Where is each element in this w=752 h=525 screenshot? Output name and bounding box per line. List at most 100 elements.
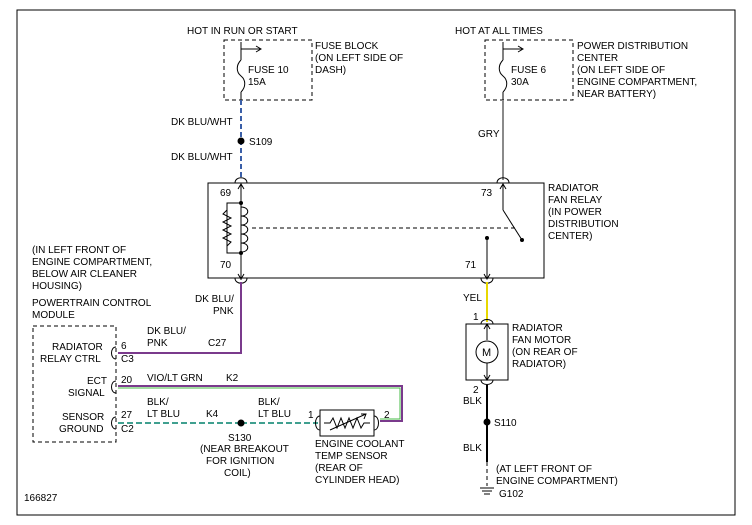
relay-label-5: CENTER) — [548, 231, 592, 242]
motor-pin-2: 2 — [473, 385, 479, 396]
powertrain-control-module: (IN LEFT FRONT OF ENGINE COMPARTMENT, BE… — [32, 245, 152, 443]
fuse10-rating: 15A — [248, 77, 266, 88]
motor-label-1: RADIATOR — [512, 323, 563, 334]
relay-label-1: RADIATOR — [548, 183, 599, 194]
label-dk-blu-pnk-mid-1: DK BLU/ — [147, 326, 186, 337]
label-yel: YEL — [463, 293, 482, 304]
label-s130: S130 — [228, 433, 252, 444]
label-blk-lt-blu-left-2: LT BLU — [147, 409, 180, 420]
power-distribution-center: HOT AT ALL TIMES POWER DISTRIBUTION CENT… — [455, 26, 697, 101]
sensor-thermistor — [324, 416, 370, 430]
fuse10-name: FUSE 10 — [248, 65, 289, 76]
wire-vio-lt-grn-stripe — [118, 387, 401, 420]
fuse-block-outline — [223, 39, 313, 101]
sensor-label-3: (REAR OF — [315, 463, 363, 474]
wire-dk-blu-pnk — [118, 282, 242, 354]
ground-name: G102 — [499, 489, 524, 500]
label-s109: S109 — [249, 137, 273, 148]
relay-coil — [240, 206, 249, 253]
label-gry: GRY — [478, 129, 500, 140]
label-dk-blu-pnk-mid-2: PNK — [147, 338, 168, 349]
sensor-pin-2: 2 — [384, 410, 390, 421]
radiator-fan-motor: 1 M 2 RADIATOR FAN MOTOR (ON REAR OF RAD… — [465, 312, 578, 396]
sensor-label-1: ENGINE COOLANT — [315, 439, 404, 450]
label-blk-lt-blu-right-1: BLK/ — [258, 397, 280, 408]
relay-label-2: FAN RELAY — [548, 195, 603, 206]
splice-s109 — [237, 137, 245, 145]
diagram-frame — [16, 9, 736, 516]
label-vio-lt-grn: VIO/LT GRN — [147, 373, 203, 384]
relay-label-4: DISTRIBUTION — [548, 219, 619, 230]
pdc-label-2: CENTER — [577, 53, 618, 64]
label-dk-blu-wht-lower: DK BLU/WHT — [171, 152, 233, 163]
pdc-label-5: NEAR BATTERY) — [577, 89, 656, 100]
pdc-outline — [484, 39, 574, 101]
pdc-source: HOT AT ALL TIMES — [455, 26, 543, 37]
s130-note-3: COIL) — [224, 468, 251, 479]
fuse10-symbol — [236, 59, 246, 93]
motor-pin-1: 1 — [473, 312, 479, 323]
label-c27: C27 — [208, 338, 227, 349]
motor-symbol-m: M — [482, 347, 491, 359]
pcm-title-1: POWERTRAIN CONTROL — [32, 298, 152, 309]
relay-label-3: (IN POWER — [548, 207, 602, 218]
label-blk-lt-blu-left-1: BLK/ — [147, 397, 169, 408]
sensor-pin-1: 1 — [308, 410, 314, 421]
relay-switch-blade — [502, 209, 523, 241]
wire-vio-lt-grn — [118, 385, 403, 422]
fuse6-symbol — [498, 59, 508, 93]
motor-label-3: (ON REAR OF — [512, 347, 578, 358]
pcm-radiator-relay-ctrl-1: RADIATOR — [52, 342, 103, 353]
pcm-pin-6: 6 — [121, 341, 127, 352]
pcm-conn-c3: C3 — [121, 354, 134, 365]
sensor-label-2: TEMP SENSOR — [315, 451, 388, 462]
sensor-box — [319, 409, 375, 437]
ground-note-2: ENGINE COMPARTMENT) — [496, 476, 618, 487]
relay-pin-69: 69 — [220, 188, 232, 199]
pcm-location-1: (IN LEFT FRONT OF — [32, 245, 126, 256]
splice-s130 — [237, 419, 245, 427]
relay-resistor — [221, 209, 233, 247]
pcm-pin-20: 20 — [121, 375, 133, 386]
pcm-outline — [32, 325, 117, 443]
motor-label-2: FAN MOTOR — [512, 335, 571, 346]
label-dk-blu-pnk-left-2: PNK — [213, 306, 234, 317]
label-s110: S110 — [494, 418, 517, 429]
pcm-ect-signal-2: SIGNAL — [68, 388, 105, 399]
radiator-fan-relay: 69 73 70 71 RADIATOR FAN RELAY (IN POWER… — [207, 177, 619, 284]
label-dk-blu-wht-upper: DK BLU/WHT — [171, 117, 233, 128]
label-blk-upper: BLK — [463, 396, 482, 407]
label-dk-blu-pnk-left-1: DK BLU/ — [195, 294, 234, 305]
relay-box — [207, 182, 545, 279]
pcm-location-4: HOUSING) — [32, 281, 82, 292]
fuse-block: HOT IN RUN OR START FUSE BLOCK (ON LEFT … — [187, 26, 403, 101]
pdc-label-4: ENGINE COMPARTMENT, — [577, 77, 697, 88]
label-blk-lower: BLK — [463, 443, 482, 454]
pcm-title-2: MODULE — [32, 310, 75, 321]
fuse-block-source: HOT IN RUN OR START — [187, 26, 298, 37]
figure-id: 166827 — [24, 493, 58, 504]
relay-pin-71: 71 — [465, 260, 477, 271]
pcm-conn-c2: C2 — [121, 424, 134, 435]
fuse6-name: FUSE 6 — [511, 65, 546, 76]
fuse-block-label-1: FUSE BLOCK — [315, 41, 379, 52]
pcm-radiator-relay-ctrl-2: RELAY CTRL — [40, 354, 101, 365]
ground-note-1: (AT LEFT FRONT OF — [496, 464, 592, 475]
pdc-label-3: (ON LEFT SIDE OF — [577, 65, 665, 76]
label-k2: K2 — [226, 373, 239, 384]
pcm-location-3: BELOW AIR CLEANER — [32, 269, 137, 280]
s130-note-2: FOR IGNITION — [206, 456, 274, 467]
pcm-sensor-ground-1: SENSOR — [62, 412, 104, 423]
sensor-label-4: CYLINDER HEAD) — [315, 475, 399, 486]
pcm-ect-signal-1: ECT — [87, 376, 107, 387]
pcm-sensor-ground-2: GROUND — [59, 424, 103, 435]
fuse6-rating: 30A — [511, 77, 529, 88]
motor-label-4: RADIATOR) — [512, 359, 566, 370]
label-blk-lt-blu-right-2: LT BLU — [258, 409, 291, 420]
relay-pin-70: 70 — [220, 260, 232, 271]
pcm-pin-27: 27 — [121, 410, 133, 421]
relay-pin-73: 73 — [481, 188, 493, 199]
s130-note-1: (NEAR BREAKOUT — [200, 444, 289, 455]
pcm-location-2: ENGINE COMPARTMENT, — [32, 257, 152, 268]
fuse-block-label-2: (ON LEFT SIDE OF — [315, 53, 403, 64]
